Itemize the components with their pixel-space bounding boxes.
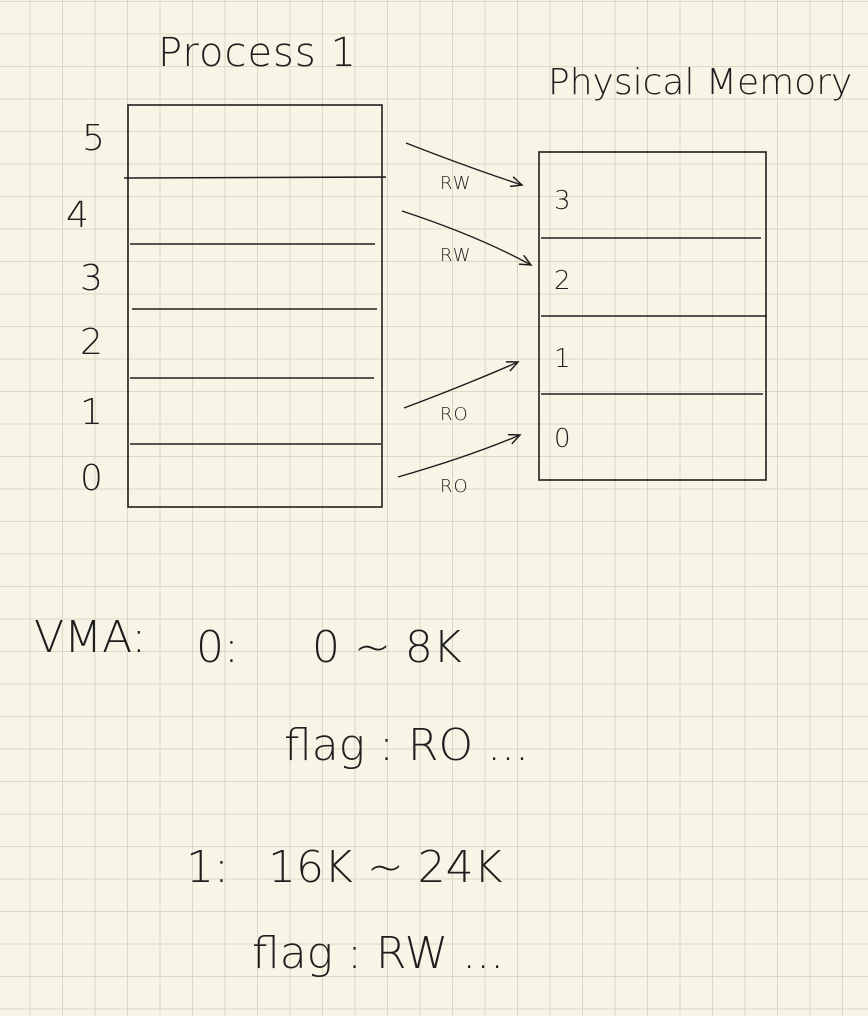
mapping-arrow — [403, 361, 520, 409]
vma-entry-1-index: 1: — [186, 842, 229, 893]
mapping-permission-label: RO — [440, 404, 469, 425]
physical-frame-number: 2 — [554, 266, 571, 296]
virtual-page-number: 4 — [66, 195, 89, 236]
vma-entry-1-flag: flag : RW ... — [252, 928, 505, 979]
virtual-page-number: 3 — [80, 258, 103, 299]
virtual-page-number: 1 — [80, 392, 103, 433]
mapping-permission-label: RW — [440, 173, 472, 194]
physical-frame-number: 3 — [554, 186, 571, 216]
vma-entry-0-flag: flag : RO ... — [284, 720, 530, 771]
vma-entry-1-range: 16K ~ 24K — [268, 842, 503, 893]
memory-title: Physical Memory — [548, 62, 853, 103]
mapping-arrow — [401, 210, 533, 266]
vma-entry-0-index: 0: — [196, 622, 239, 673]
physical-frame-number: 0 — [554, 424, 571, 454]
virtual-page-number: 2 — [80, 322, 103, 363]
virtual-page-number: 0 — [80, 458, 103, 499]
process-page-table — [127, 104, 383, 508]
mapping-permission-label: RO — [440, 476, 469, 497]
mapping-arrow — [397, 433, 522, 478]
process-title: Process 1 — [158, 30, 357, 76]
physical-frame-number: 1 — [554, 344, 571, 374]
mapping-permission-label: RW — [440, 245, 472, 266]
vma-label: VMA: — [34, 612, 147, 663]
process-row-divider — [123, 176, 387, 179]
vma-entry-0-range: 0 ~ 8K — [312, 622, 462, 673]
mapping-arrow — [405, 142, 524, 188]
virtual-page-number: 5 — [82, 118, 105, 159]
